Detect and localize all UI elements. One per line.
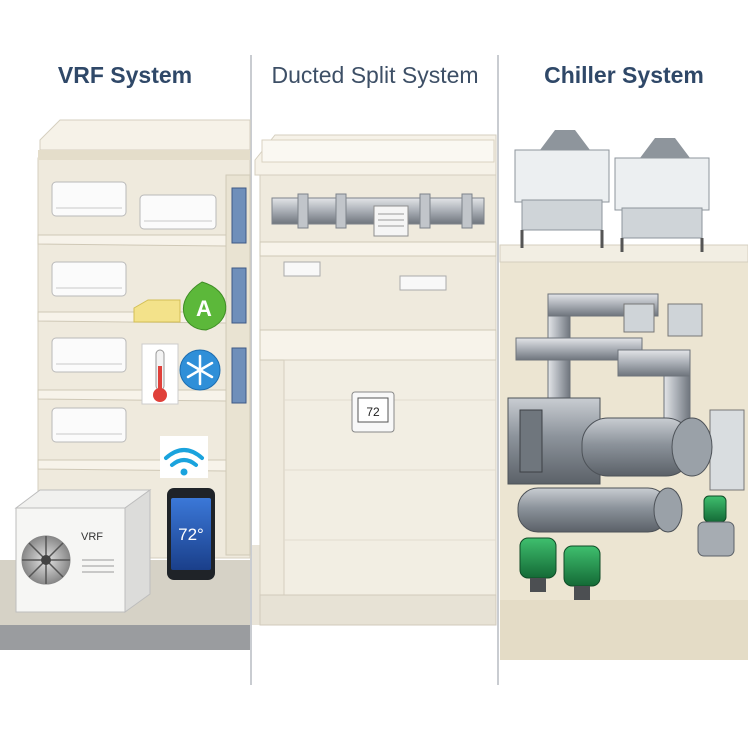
thermostat: 72	[351, 391, 395, 433]
indoor-unit	[139, 194, 217, 230]
ductwork	[271, 193, 485, 237]
cooling-tower	[514, 130, 610, 248]
smartphone: 72°	[167, 488, 215, 580]
indoor-unit	[51, 261, 127, 297]
indoor-unit	[51, 181, 127, 217]
vrf-title: VRF System	[57, 62, 193, 88]
chiller-panel	[499, 130, 748, 660]
water-pump	[519, 537, 557, 592]
chiller-unit	[507, 397, 713, 533]
snowflake-icon	[179, 349, 221, 391]
indoor-unit	[51, 407, 127, 443]
chiller-title: Chiller System	[544, 62, 704, 88]
outdoor-unit: VRF	[14, 489, 152, 613]
outdoor-unit-label: VRF	[81, 531, 103, 543]
cooling-tower	[614, 138, 710, 252]
thermostat-temp: 72	[366, 405, 380, 419]
thermometer-icon	[141, 343, 179, 405]
ducted-title: Ducted Split System	[271, 62, 479, 88]
ducted-panel: 72	[252, 134, 497, 626]
indoor-unit	[51, 337, 127, 373]
water-pump	[563, 545, 601, 600]
svg-text:A: A	[196, 296, 212, 321]
divider-left	[250, 55, 252, 685]
leaf-a-icon: A	[183, 281, 227, 331]
wifi-icon	[160, 436, 208, 478]
phone-temp-text: 72°	[178, 525, 204, 544]
divider-right	[497, 55, 499, 685]
vrf-panel: A	[0, 119, 251, 650]
water-pump	[697, 495, 735, 557]
